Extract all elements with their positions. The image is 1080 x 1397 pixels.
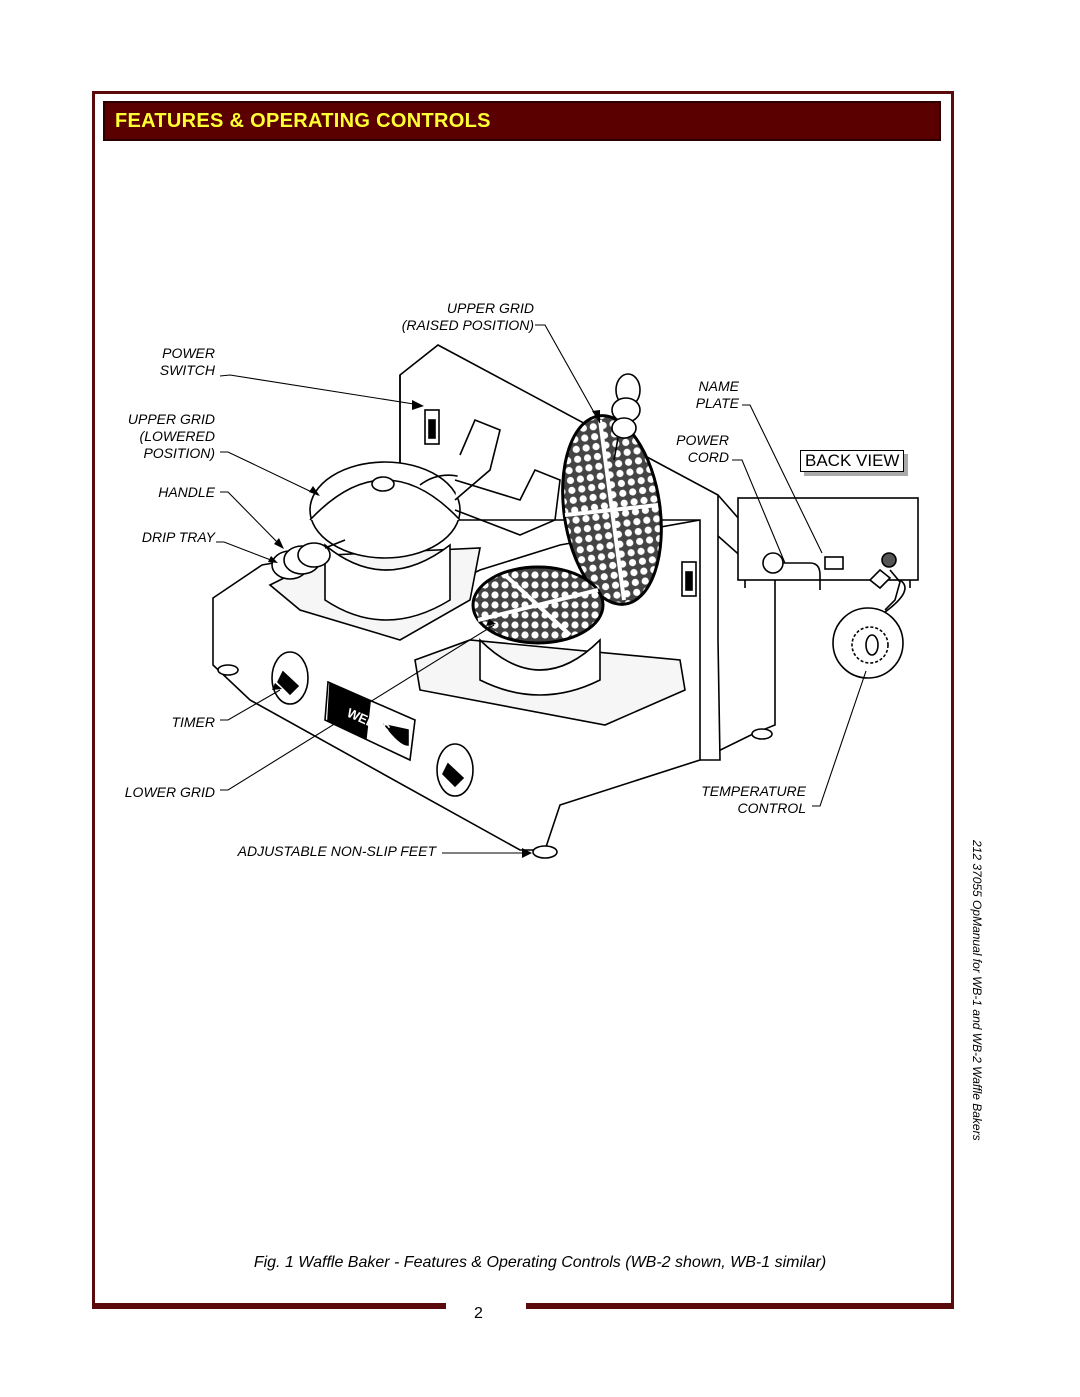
label-lower-grid: LOWER GRID [124,784,215,800]
page-number: 2 [474,1305,483,1322]
label-drip-tray: DRIP TRAY [141,529,215,545]
label-adjustable-feet: ADJUSTABLE NON-SLIP FEET [237,843,436,859]
page-frame [92,91,954,1306]
label-temperature-control: TEMPERATURE CONTROL [701,783,806,816]
handle-raised [611,373,641,461]
label-upper-grid-raised: UPPER GRID (RAISED POSITION) [401,300,534,333]
footer-rule-right [526,1303,954,1309]
label-timer: TIMER [171,714,215,730]
label-upper-grid-lowered: UPPER GRID (LOWERED POSITION) [127,411,215,461]
handle-left [271,539,346,580]
footer-rule-left [92,1303,446,1309]
label-power-switch: POWER SWITCH [159,345,215,378]
label-handle: HANDLE [158,484,215,500]
label-power-cord: POWER CORD [676,432,729,465]
section-header: FEATURES & OPERATING CONTROLS [103,101,941,141]
figure-caption: Fig. 1 Waffle Baker - Features & Operati… [253,1254,827,1271]
label-name-plate: NAME PLATE [695,378,739,411]
side-note: 212 37055 OpManual for WB-1 and WB-2 Waf… [970,840,984,1141]
back-view-label: BACK VIEW [800,450,905,472]
section-title: FEATURES & OPERATING CONTROLS [115,110,491,132]
